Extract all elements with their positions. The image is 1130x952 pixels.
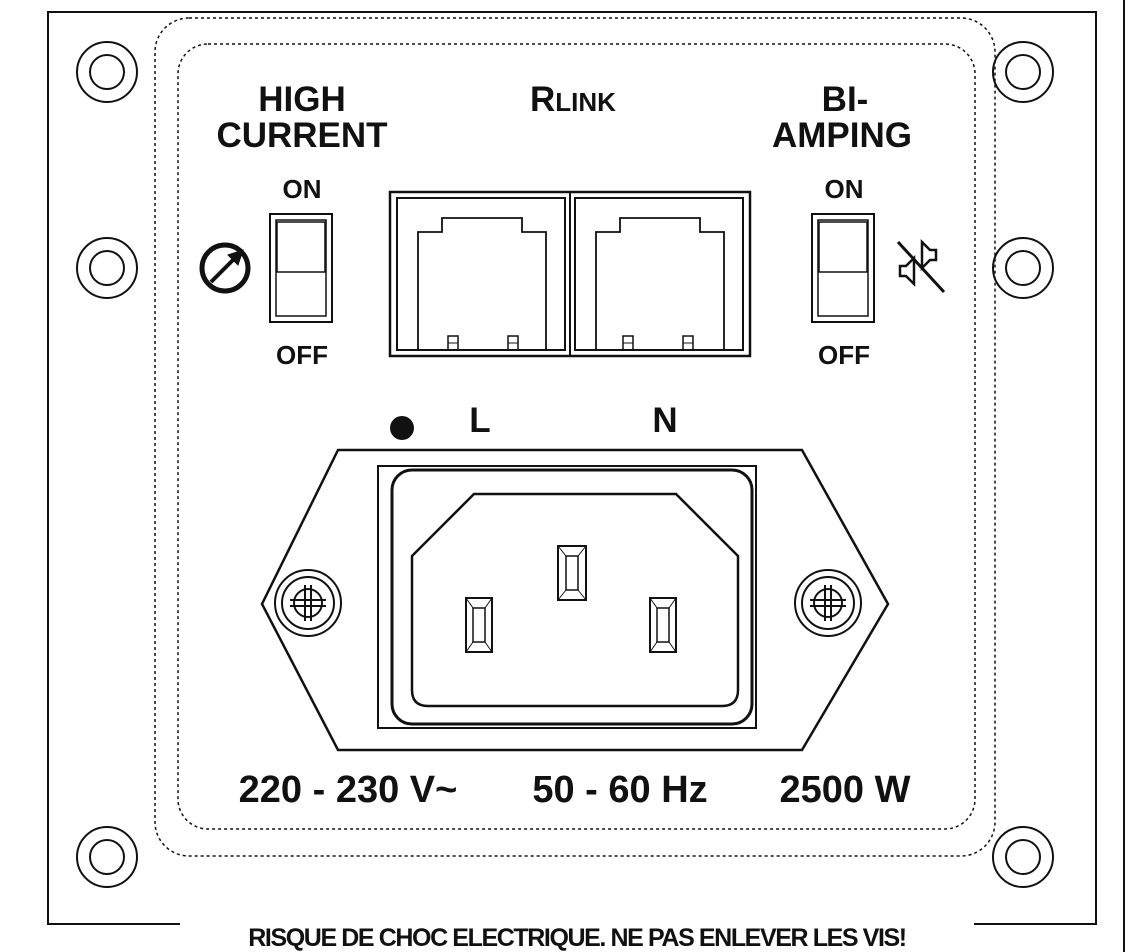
line-pin bbox=[465, 597, 493, 653]
mounting-hole-icon bbox=[76, 826, 138, 888]
power-inlet-flange bbox=[260, 448, 890, 752]
rlink-label: RLINK bbox=[530, 80, 616, 119]
neutral-label: N bbox=[652, 401, 677, 440]
rlink-label-big: R bbox=[530, 80, 555, 119]
high-current-label-line2: CURRENT bbox=[216, 116, 387, 155]
neutral-pin bbox=[649, 597, 677, 653]
mounting-hole-icon bbox=[76, 41, 138, 103]
power-inlet-socket[interactable] bbox=[377, 465, 757, 729]
speaker-mute-icon bbox=[896, 238, 946, 294]
left-switch-off-label: OFF bbox=[276, 340, 328, 370]
earth-pin bbox=[557, 545, 587, 601]
bi-amping-switch[interactable] bbox=[811, 213, 875, 323]
power-rating: 2500 W bbox=[780, 769, 911, 811]
right-switch-off-label: OFF bbox=[818, 340, 870, 370]
rlink-ports bbox=[388, 190, 752, 358]
mounting-holes bbox=[76, 41, 1054, 888]
mounting-hole-icon bbox=[76, 237, 138, 299]
flange-screw-left-icon bbox=[274, 569, 342, 637]
voltage-rating: 220 - 230 V~ bbox=[239, 769, 458, 811]
recess-inner-dashed bbox=[177, 43, 976, 830]
mounting-hole-icon bbox=[992, 237, 1054, 299]
earth-dot-icon bbox=[390, 416, 414, 440]
recess-outer-dashed bbox=[154, 17, 996, 857]
rlink-port-2[interactable] bbox=[574, 197, 744, 351]
mounting-hole-icon bbox=[992, 41, 1054, 103]
warning-text: RISQUE DE CHOC ELECTRIQUE. NE PAS ENLEVE… bbox=[248, 924, 905, 952]
left-switch-on-label: ON bbox=[283, 174, 322, 204]
bi-amping-label-line2: AMPING bbox=[772, 116, 912, 155]
rlink-port-1[interactable] bbox=[396, 197, 566, 351]
line-label: L bbox=[469, 401, 490, 440]
frequency-rating: 50 - 60 Hz bbox=[532, 769, 707, 811]
mounting-hole-icon bbox=[992, 826, 1054, 888]
right-switch-on-label: ON bbox=[825, 174, 864, 204]
flange-screw-right-icon bbox=[794, 569, 862, 637]
bi-amping-label-line1: BI- bbox=[822, 80, 869, 119]
high-current-switch[interactable] bbox=[269, 213, 333, 323]
gauge-arrow-icon bbox=[199, 242, 251, 294]
high-current-label-line1: HIGH bbox=[258, 80, 346, 119]
rlink-label-small: LINK bbox=[555, 87, 616, 117]
warning-backdrop bbox=[180, 922, 974, 952]
